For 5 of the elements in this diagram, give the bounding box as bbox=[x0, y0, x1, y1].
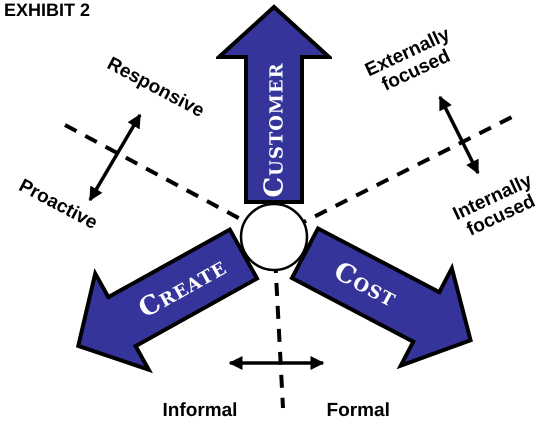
exhibit-title: EXHIBIT 2 bbox=[4, 0, 90, 20]
pole-label: Informal bbox=[162, 401, 238, 421]
arrow-shape: Customer bbox=[216, 4, 332, 205]
pole-label: Formal bbox=[326, 401, 390, 421]
hub-circle bbox=[239, 202, 309, 272]
